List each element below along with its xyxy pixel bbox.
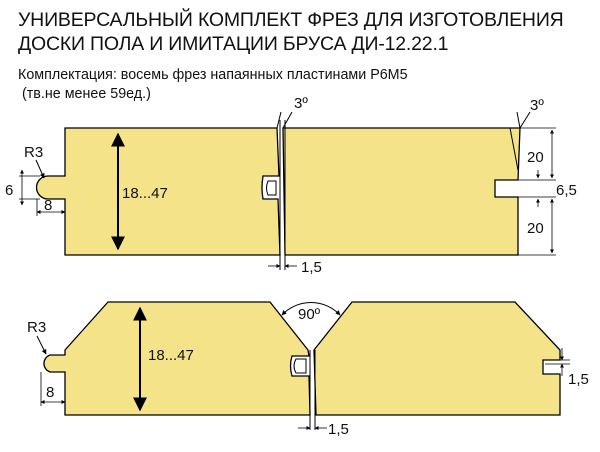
top-groove-height-label: 6 [5, 182, 13, 199]
diagram-subtitle: Комплектация: восемь фрез напаянных плас… [18, 66, 593, 104]
bottom-thickness-label: 18...47 [148, 347, 194, 364]
bottom-right-dim: 1,5 [568, 371, 589, 388]
title-line-2: ДОСКИ ПОЛА И ИМИТАЦИИ БРУСА ДИ-12.22.1 [18, 33, 449, 55]
top-right-board [282, 127, 521, 256]
subtitle-line-2: (тв.не менее 59ед.) [22, 86, 151, 102]
top-board-profile: 18...47 R3 6 8 3º 3º 1,5 20 6,5 20 [5, 95, 577, 276]
top-thickness-label: 18...47 [122, 185, 168, 202]
top-angle-right-label: 3º [530, 97, 544, 114]
top-groove-depth-label: 8 [44, 197, 52, 214]
subtitle-line-1: Комплектация: восемь фрез напаянных плас… [18, 67, 408, 83]
bottom-angle-label: 90º [298, 306, 321, 323]
bottom-right-board [313, 301, 561, 416]
top-left-board [35, 127, 281, 256]
top-left-tongue-slot [266, 180, 277, 196]
top-angle-left-label: 3º [294, 95, 308, 112]
top-right-mid-dim: 6,5 [556, 182, 577, 199]
top-right-bottom-dim: 20 [527, 220, 544, 237]
top-radius-label: R3 [24, 144, 43, 161]
bottom-radius-label: R3 [27, 319, 46, 336]
bottom-board-profile: 90º 18...47 R3 8 1,5 1,5 [27, 301, 589, 438]
top-gap-label: 1,5 [301, 259, 322, 276]
top-right-top-dim: 20 [527, 149, 544, 166]
bottom-left-tongue-slot [293, 358, 307, 374]
bottom-groove-depth-label: 8 [46, 384, 54, 401]
bottom-gap-label: 1,5 [328, 421, 349, 438]
title-line-1: УНИВЕРСАЛЬНЫЙ КОМПЛЕКТ ФРЕЗ ДЛЯ ИЗГОТОВЛ… [18, 9, 564, 31]
diagram-title: УНИВЕРСАЛЬНЫЙ КОМПЛЕКТ ФРЕЗ ДЛЯ ИЗГОТОВЛ… [18, 8, 593, 56]
